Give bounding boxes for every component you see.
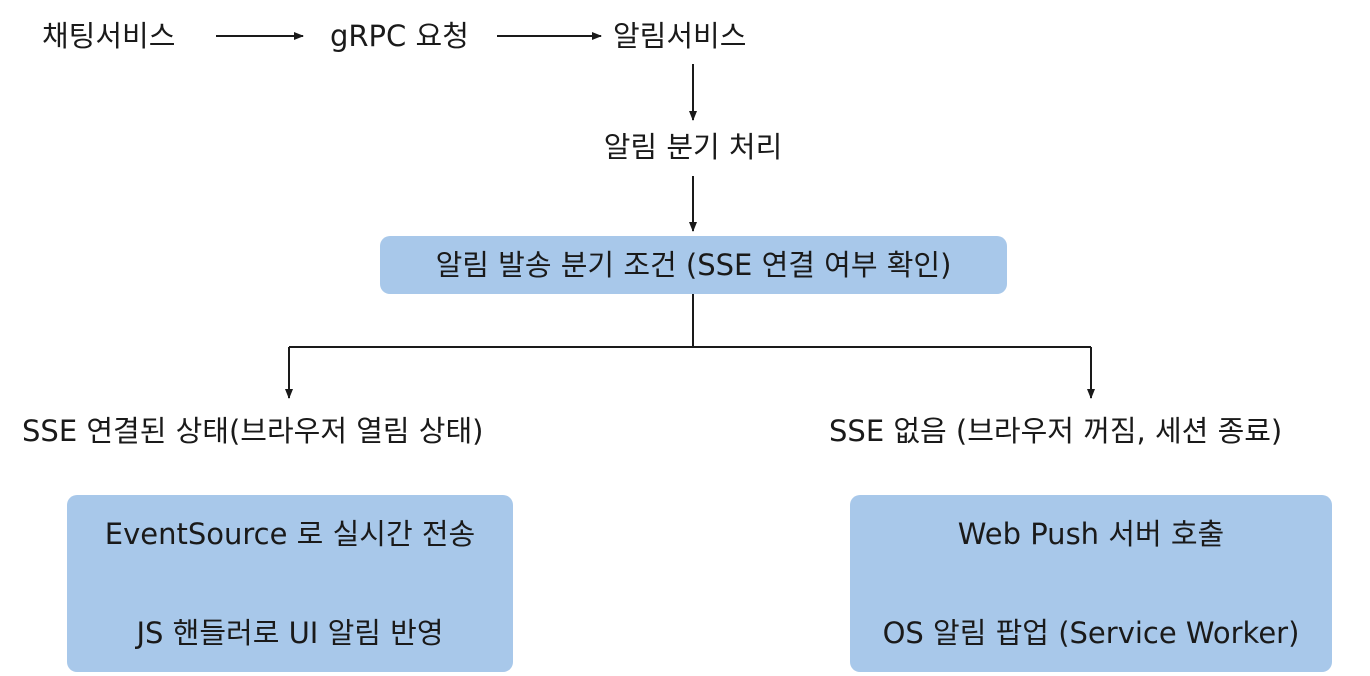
- right-box-line2: OS 알림 팝업 (Service Worker): [882, 616, 1300, 650]
- condition-box-label: 알림 발송 분기 조건 (SSE 연결 여부 확인): [435, 248, 952, 282]
- node-chat-service: 채팅서비스: [42, 19, 176, 53]
- node-left-branch-label: SSE 연결된 상태(브라우저 열림 상태): [22, 414, 484, 448]
- node-condition-box: 알림 발송 분기 조건 (SSE 연결 여부 확인): [380, 236, 1007, 294]
- left-box-line1: EventSource 로 실시간 전송: [104, 517, 476, 551]
- left-box-line2: JS 핸들러로 UI 알림 반영: [136, 616, 444, 650]
- node-grpc-request: gRPC 요청: [330, 19, 469, 53]
- node-left-branch-box: EventSource 로 실시간 전송 JS 핸들러로 UI 알림 반영: [67, 495, 513, 672]
- node-notify-service: 알림서비스: [613, 19, 747, 53]
- node-right-branch-label: SSE 없음 (브라우저 꺼짐, 세션 종료): [829, 414, 1283, 448]
- node-branch-process: 알림 분기 처리: [603, 130, 783, 164]
- right-box-line1: Web Push 서버 호출: [957, 517, 1225, 551]
- node-right-branch-box: Web Push 서버 호출 OS 알림 팝업 (Service Worker): [850, 495, 1332, 672]
